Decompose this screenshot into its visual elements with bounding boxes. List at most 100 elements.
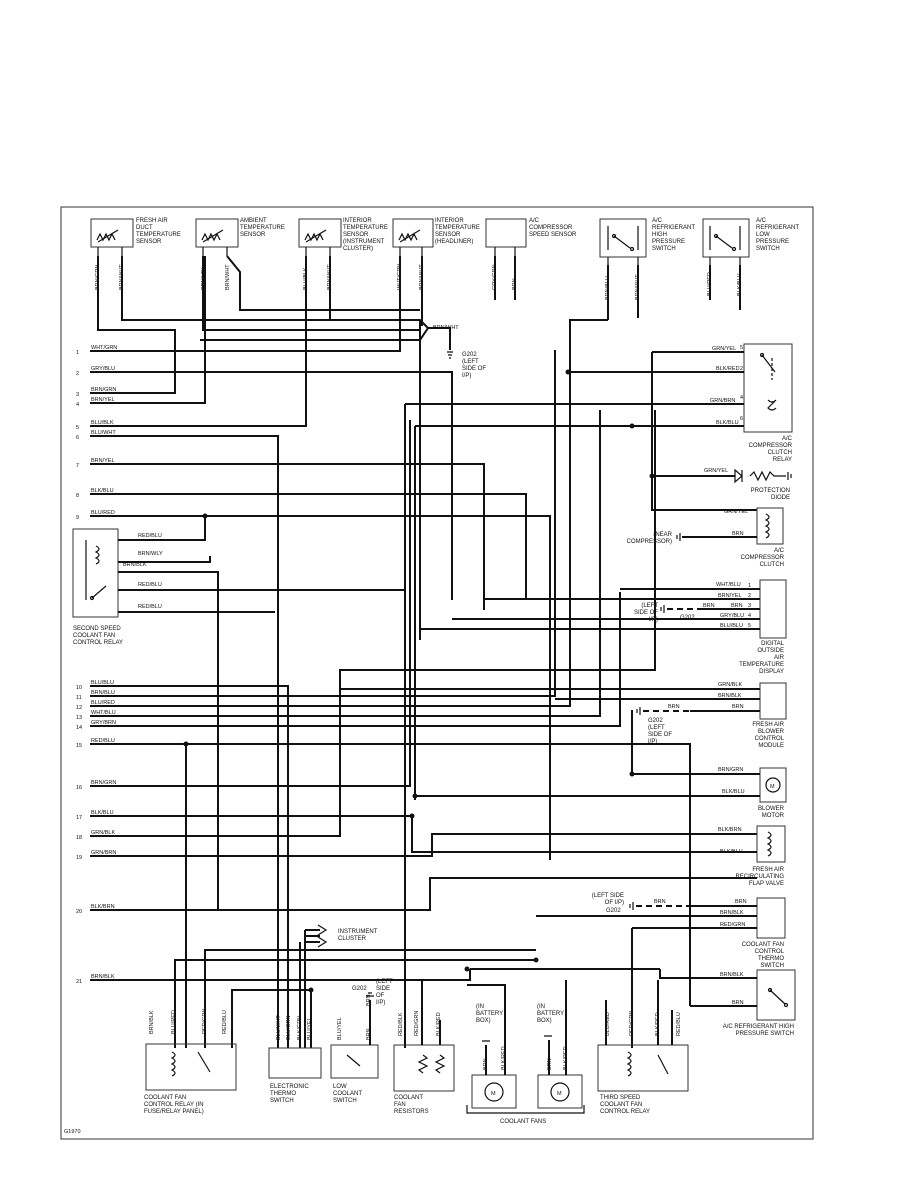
wire-label: BRN/YEL <box>718 593 742 599</box>
pin-block: 1WHT/GRN2GRY/BLU3BRN/GRN4BRN/YEL5BLU/BLK… <box>76 345 117 985</box>
wire-label: BRN/BLK <box>720 910 744 916</box>
wire-label: BRN/GRN <box>718 767 743 773</box>
wire-label: GRN/BRN <box>710 398 735 404</box>
pin-wire-label: BRN/GRN <box>91 780 116 786</box>
wire-label: BRN <box>547 1058 553 1070</box>
relay-pin-block: 5 2 4 6 <box>740 345 743 422</box>
motor-symbol: M <box>557 1091 562 1097</box>
wire-label: BLK/RED <box>655 1012 661 1036</box>
wire-label: BRN/WLY <box>138 551 163 557</box>
wire-label: RED/BLU <box>138 533 162 539</box>
pin-wire-label: WHT/BLU <box>91 710 116 716</box>
wire-label: GRY/BLU <box>720 613 744 619</box>
wire-label: BLU/YEL <box>307 1017 313 1040</box>
pin-number: 20 <box>76 909 82 915</box>
display-pin: 1 <box>748 583 751 589</box>
third-speed-relay: BLU/RED RED/GRN BLK/RED RED/BLU THIRD SP… <box>597 980 689 1115</box>
pin-number: 17 <box>76 815 82 821</box>
wire-label: GRN/YEL <box>712 346 736 352</box>
wire-label: GRN/YEL <box>724 509 748 515</box>
wire-label: BLK/BRN <box>718 827 742 833</box>
pin-number: 15 <box>76 743 82 749</box>
wire-label: BRN/BLK <box>123 562 147 568</box>
pin-number: 3 <box>76 392 79 398</box>
relay-pin: 2 <box>740 366 743 372</box>
wire-label: BRN <box>735 899 747 905</box>
wire-label: BLU/RED <box>605 1012 611 1036</box>
wire-label: BLU/RED <box>171 1010 177 1034</box>
display-pin: 4 <box>748 613 751 619</box>
wire-label: GRN/BLK <box>718 682 742 688</box>
splice-label: BRN/WHT <box>433 325 459 331</box>
relay-pin: 4 <box>740 395 743 401</box>
pin-wire-label: BRN/BLU <box>91 690 115 696</box>
display-pin: 3 <box>748 603 751 609</box>
pin-wire-label: BLU/WHT <box>91 430 116 436</box>
pin-wire-label: GRN/BRN <box>91 850 116 856</box>
pin-number: 4 <box>76 402 79 408</box>
wire-label: RED/GRN <box>202 1009 208 1034</box>
pin-wire-label: GRY/BRN <box>91 720 116 726</box>
pin-number: 5 <box>76 425 79 431</box>
relay-pin: 6 <box>740 416 743 422</box>
pin-number: 21 <box>76 979 82 985</box>
wire-label: BLK/RED <box>716 366 740 372</box>
splice-dots <box>183 369 655 993</box>
pin-number: 11 <box>76 695 82 701</box>
wire-label: BLK/RED <box>436 1012 442 1036</box>
wire-label: BLK/BLU <box>720 849 743 855</box>
wire-label: BRN <box>732 704 744 710</box>
wire-label: BRN <box>366 994 372 1006</box>
pin-number: 2 <box>76 371 79 377</box>
wire-label: BRN <box>366 1028 372 1040</box>
wire-label: BRN/BLK <box>149 1010 155 1034</box>
g202-label: G202 <box>606 908 621 914</box>
electronic-thermo-switch: BLU/WHT BLU/GRN BLK/GRN BLU/YEL ELECTRON… <box>268 1015 322 1104</box>
pin-wire-label: BLK/BRN <box>91 904 115 910</box>
wire-label: BLK/RED <box>563 1046 569 1070</box>
pin-number: 1 <box>76 350 79 356</box>
wire-label: BRN <box>668 704 680 710</box>
pin-wire-label: BRN/YEL <box>91 397 115 403</box>
pin-wire-label: BLU/RED <box>91 700 115 706</box>
second-speed-relay: RED/BLU BRN/WLY BRN/BLK RED/BLU RED/BLU … <box>72 516 406 1048</box>
wire-label: BRN <box>703 603 715 609</box>
pin-wire-label: BRN/GRN <box>91 387 116 393</box>
